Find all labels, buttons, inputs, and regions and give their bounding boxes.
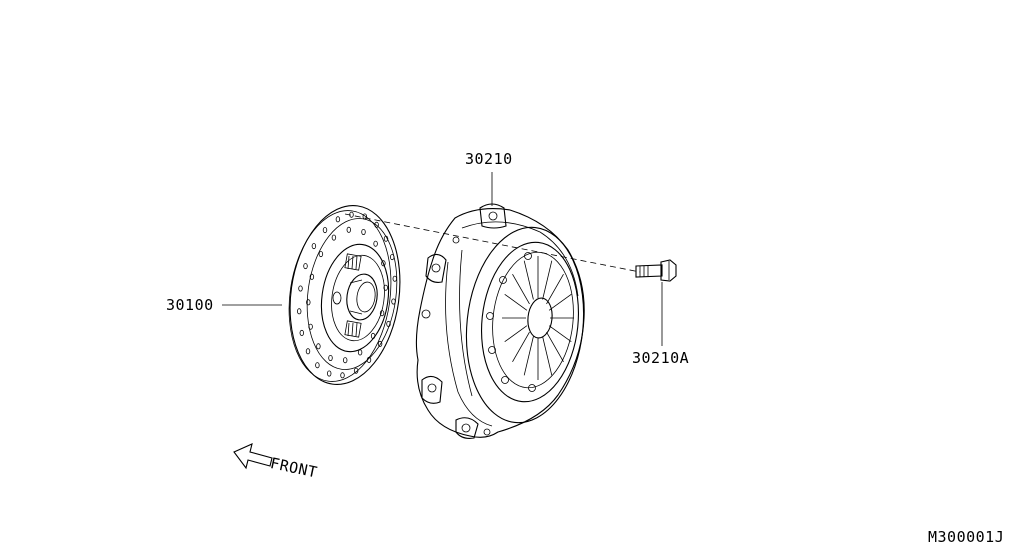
diaphragm-finger — [504, 293, 528, 311]
disc-rivet-hole — [316, 343, 321, 350]
diaphragm-finger — [542, 336, 553, 376]
alignment-dashed-line — [344, 213, 641, 273]
disc-rivet-hole — [309, 273, 315, 280]
disc-rivet-hole — [353, 367, 359, 374]
disc-rivet-hole — [390, 254, 395, 261]
disc-rivet-hole — [322, 227, 328, 234]
disc-rivet-hole — [298, 285, 303, 292]
diaphragm-finger — [542, 260, 553, 300]
label-cover-bolt: 30210A — [632, 349, 690, 367]
disc-rivet-hole — [361, 228, 366, 235]
disc-rivet-hole — [305, 348, 311, 355]
disc-rivet-hole — [362, 213, 367, 220]
clutch-disc — [288, 205, 401, 385]
disc-rivet-hole — [306, 299, 311, 306]
disc-rivet-hole — [374, 221, 379, 228]
front-arrow-icon — [233, 443, 273, 470]
disc-rivet-hole — [303, 263, 308, 270]
disc-rivet-holes — [297, 211, 397, 379]
disc-rivet-hole — [366, 356, 372, 363]
diaphragm-finger — [512, 331, 530, 362]
disc-rivet-hole — [335, 216, 341, 223]
disc-rivet-hole — [386, 320, 391, 327]
disc-rivet-hole — [299, 329, 304, 336]
diaphragm-finger — [548, 325, 572, 343]
diaphragm-finger — [523, 260, 534, 300]
disc-rivet-hole — [311, 243, 317, 250]
figure-code: M300001J — [928, 528, 1005, 546]
diaphragm-fingers — [502, 256, 574, 380]
disc-rivet-hole — [297, 308, 302, 315]
disc-rivet-hole — [318, 251, 324, 258]
disc-rivet-hole — [392, 275, 397, 282]
disc-rivet-hole — [328, 354, 333, 361]
disc-rivet-hole — [308, 323, 313, 330]
label-clutch-cover: 30210 — [465, 150, 513, 168]
disc-rivet-hole — [377, 340, 383, 347]
disc-rivet-hole — [343, 357, 348, 364]
diaphragm-finger — [548, 293, 572, 311]
clutch-cover — [415, 203, 585, 439]
disc-rivet-hole — [315, 362, 320, 369]
disc-rivet-hole — [346, 226, 351, 233]
diaphragm-finger — [546, 274, 564, 305]
diaphragm-finger — [523, 336, 534, 376]
diaphragm-finger — [512, 274, 530, 305]
disc-rivet-hole — [331, 234, 337, 241]
disc-rivet-hole — [327, 370, 332, 377]
cover-bolt — [635, 259, 677, 282]
disc-rivet-hole — [383, 284, 388, 291]
diaphragm-finger — [546, 331, 564, 362]
disc-rivet-hole — [391, 298, 396, 305]
label-clutch-disc: 30100 — [166, 296, 214, 314]
disc-rivet-hole — [383, 235, 389, 242]
diaphragm-finger — [504, 325, 528, 343]
disc-rivet-hole — [381, 260, 386, 267]
disc-rivet-hole — [373, 240, 378, 247]
disc-rivet-hole — [340, 372, 345, 379]
